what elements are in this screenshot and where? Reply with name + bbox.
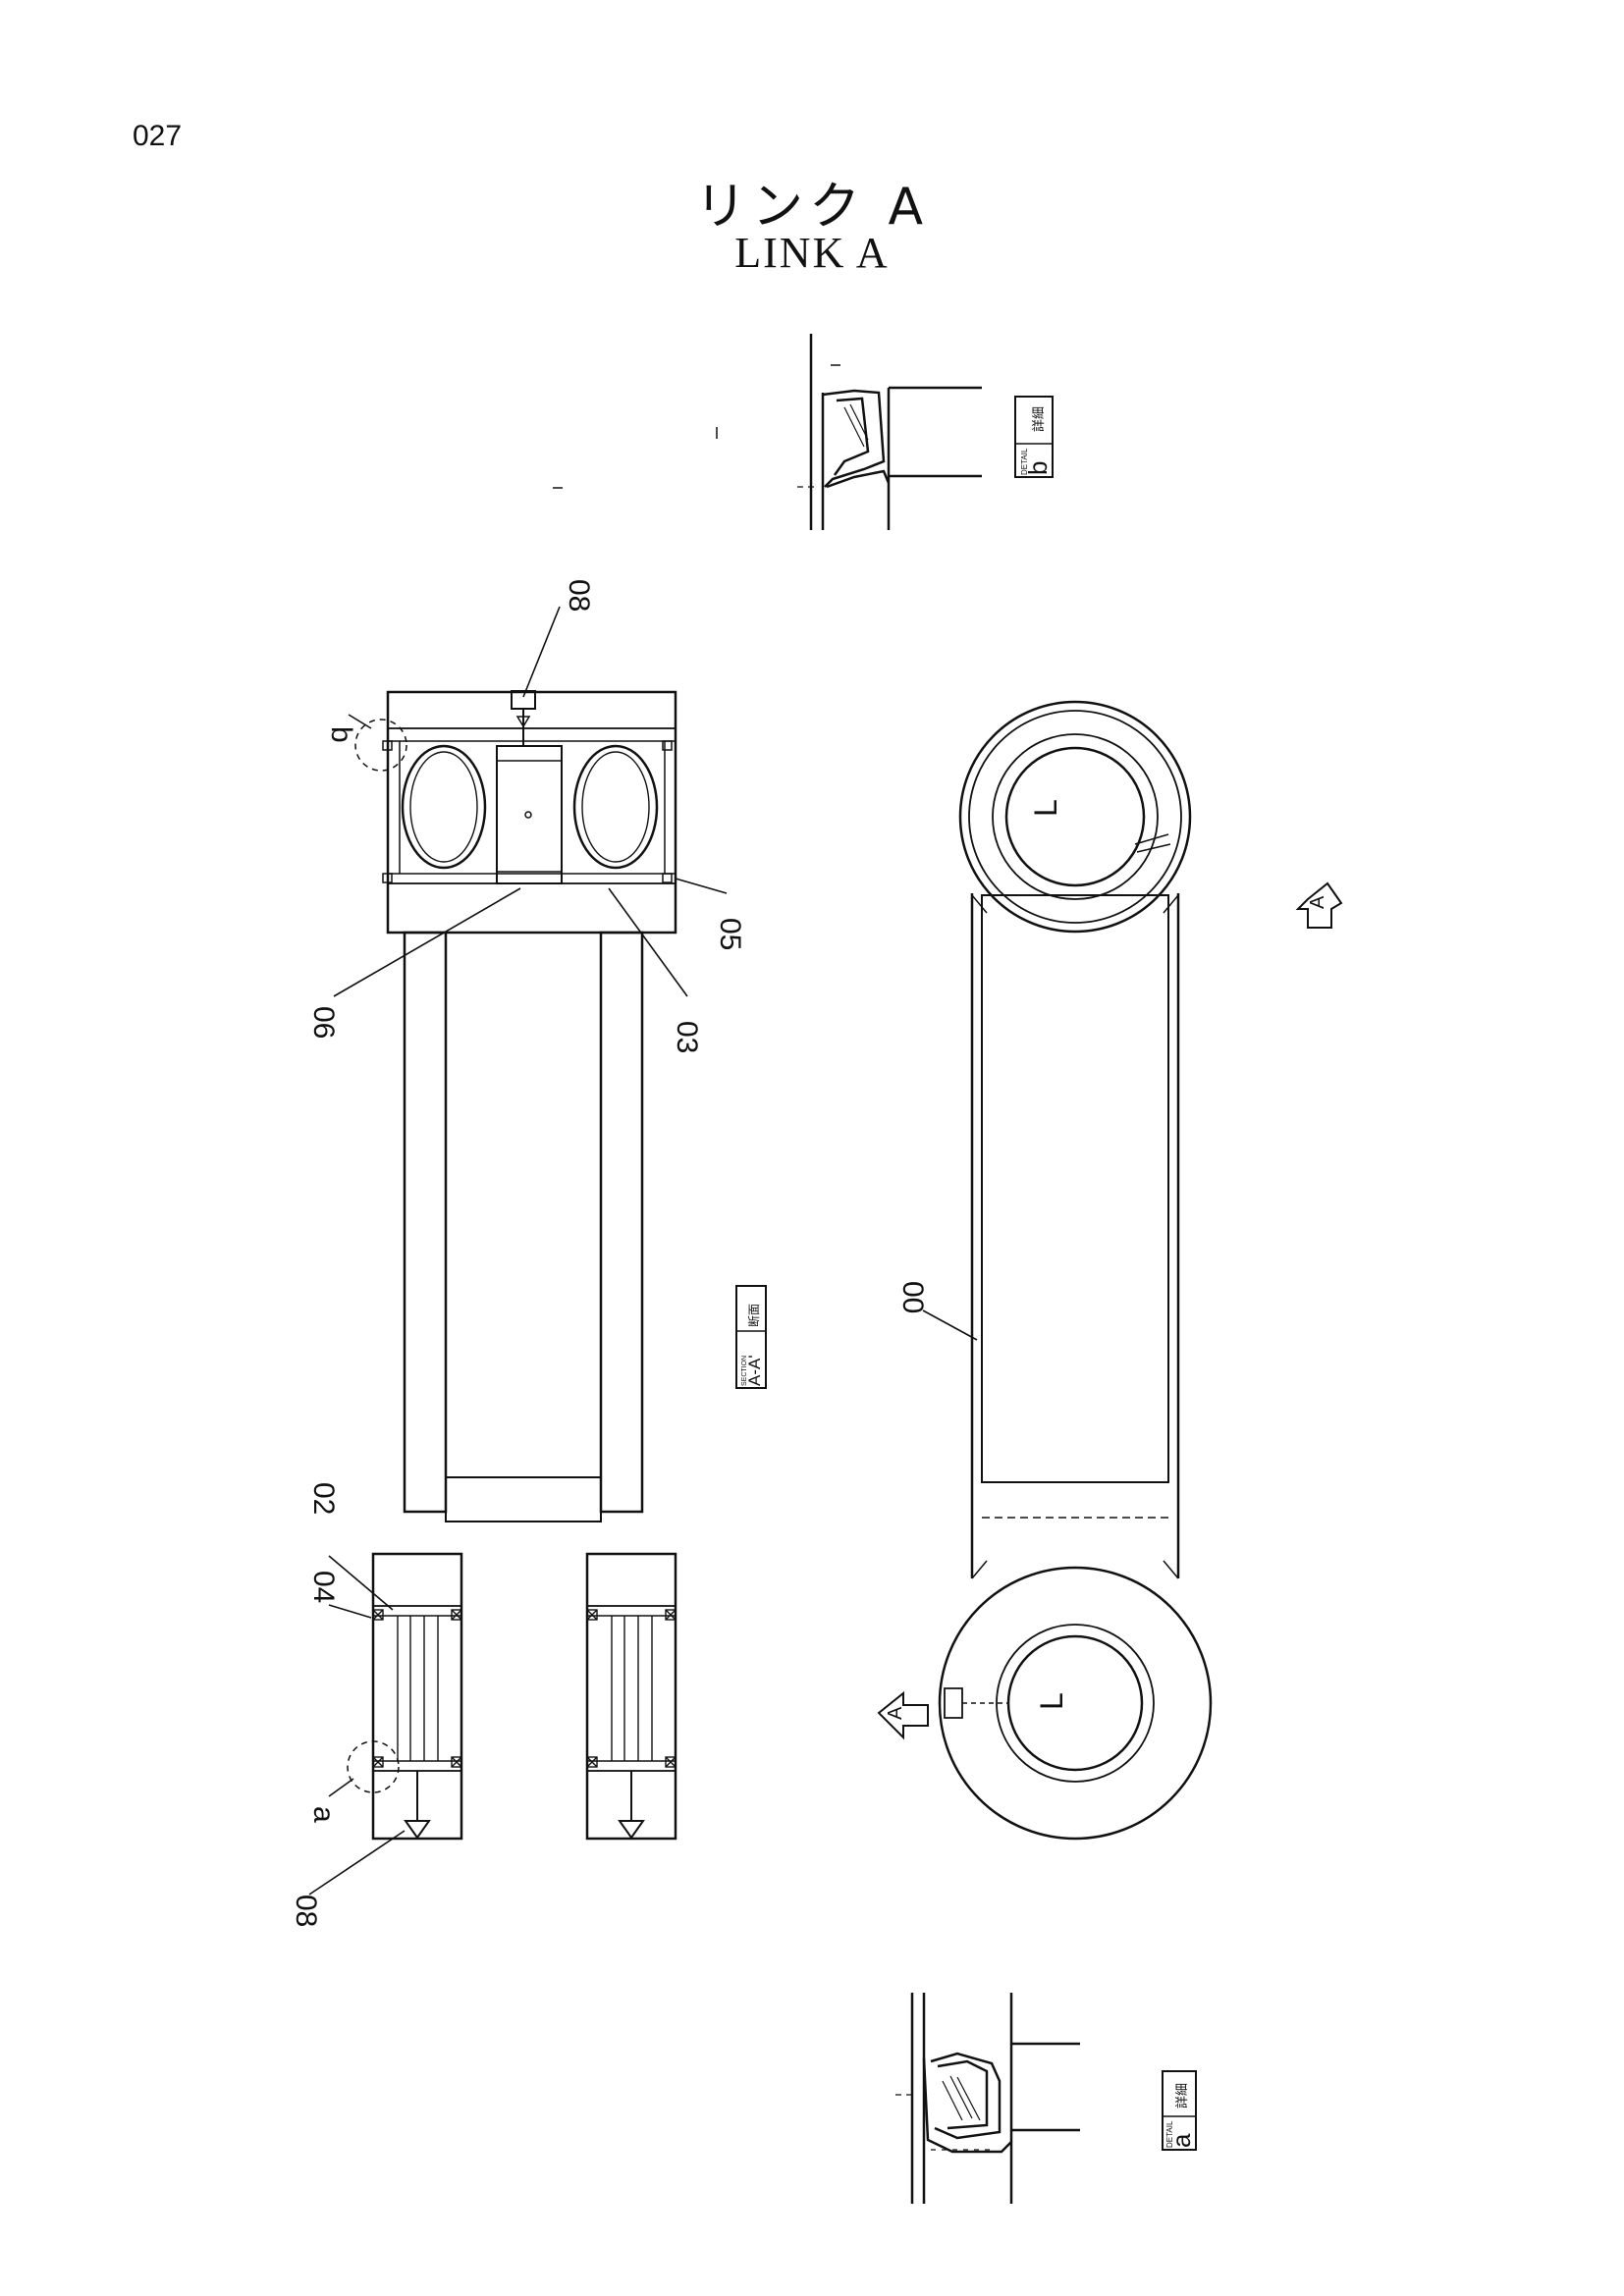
detail-a-label-kanji: 詳細	[1174, 2083, 1189, 2109]
title-english: LINK A	[734, 229, 890, 277]
detail-a-label-letter: a	[1166, 2133, 1196, 2148]
detail-a-label: 詳細 DETAIL a	[1162, 2070, 1197, 2151]
section-label-text: A-A'	[745, 1355, 764, 1386]
callout-02: 02	[307, 1482, 340, 1515]
callout-labels: 08 b 06 03 05 02 04 a 08 00	[290, 579, 929, 1927]
detail-b-label-small: DETAIL	[1020, 448, 1029, 475]
callout-00: 00	[896, 1281, 929, 1313]
detail-b-label-kanji: 詳細	[1031, 406, 1046, 432]
detail-a-view	[895, 1993, 1080, 2204]
pin-label-bottom: L	[1034, 1692, 1069, 1710]
detail-a-label-small: DETAIL	[1165, 2120, 1174, 2148]
detail-marker-b: b	[325, 726, 357, 743]
detail-b-view	[797, 334, 982, 530]
section-a-a-label: 断面 SECTION A-A'	[735, 1285, 767, 1389]
section-arrow-upper-label: A	[1307, 895, 1328, 909]
section-label-kanji: 断面	[746, 1304, 761, 1327]
page-number: 027	[133, 120, 183, 152]
section-arrow-lower: A	[877, 1690, 929, 1740]
title-japanese: リンク A	[694, 178, 930, 237]
section-arrow-lower-label: A	[885, 1706, 906, 1720]
callout-08-bottom: 08	[290, 1895, 322, 1927]
detail-b-label: 詳細 DETAIL b	[1014, 396, 1054, 478]
detail-b-label-letter: b	[1023, 461, 1053, 475]
callout-06: 06	[307, 1006, 340, 1039]
callout-03: 03	[671, 1021, 703, 1053]
section-a-a-view	[347, 690, 677, 1841]
pin-label-top: L	[1028, 799, 1063, 817]
callout-08-top: 08	[563, 579, 595, 612]
section-arrow-upper: A	[1295, 881, 1343, 929]
link-side-view	[938, 700, 1213, 1841]
callout-04: 04	[307, 1571, 340, 1603]
callout-05: 05	[714, 918, 746, 950]
callout-leaders	[308, 606, 978, 1896]
section-label-small: SECTION	[741, 1356, 748, 1386]
detail-marker-a: a	[307, 1806, 340, 1823]
pin-labels: L L	[1028, 799, 1069, 1710]
